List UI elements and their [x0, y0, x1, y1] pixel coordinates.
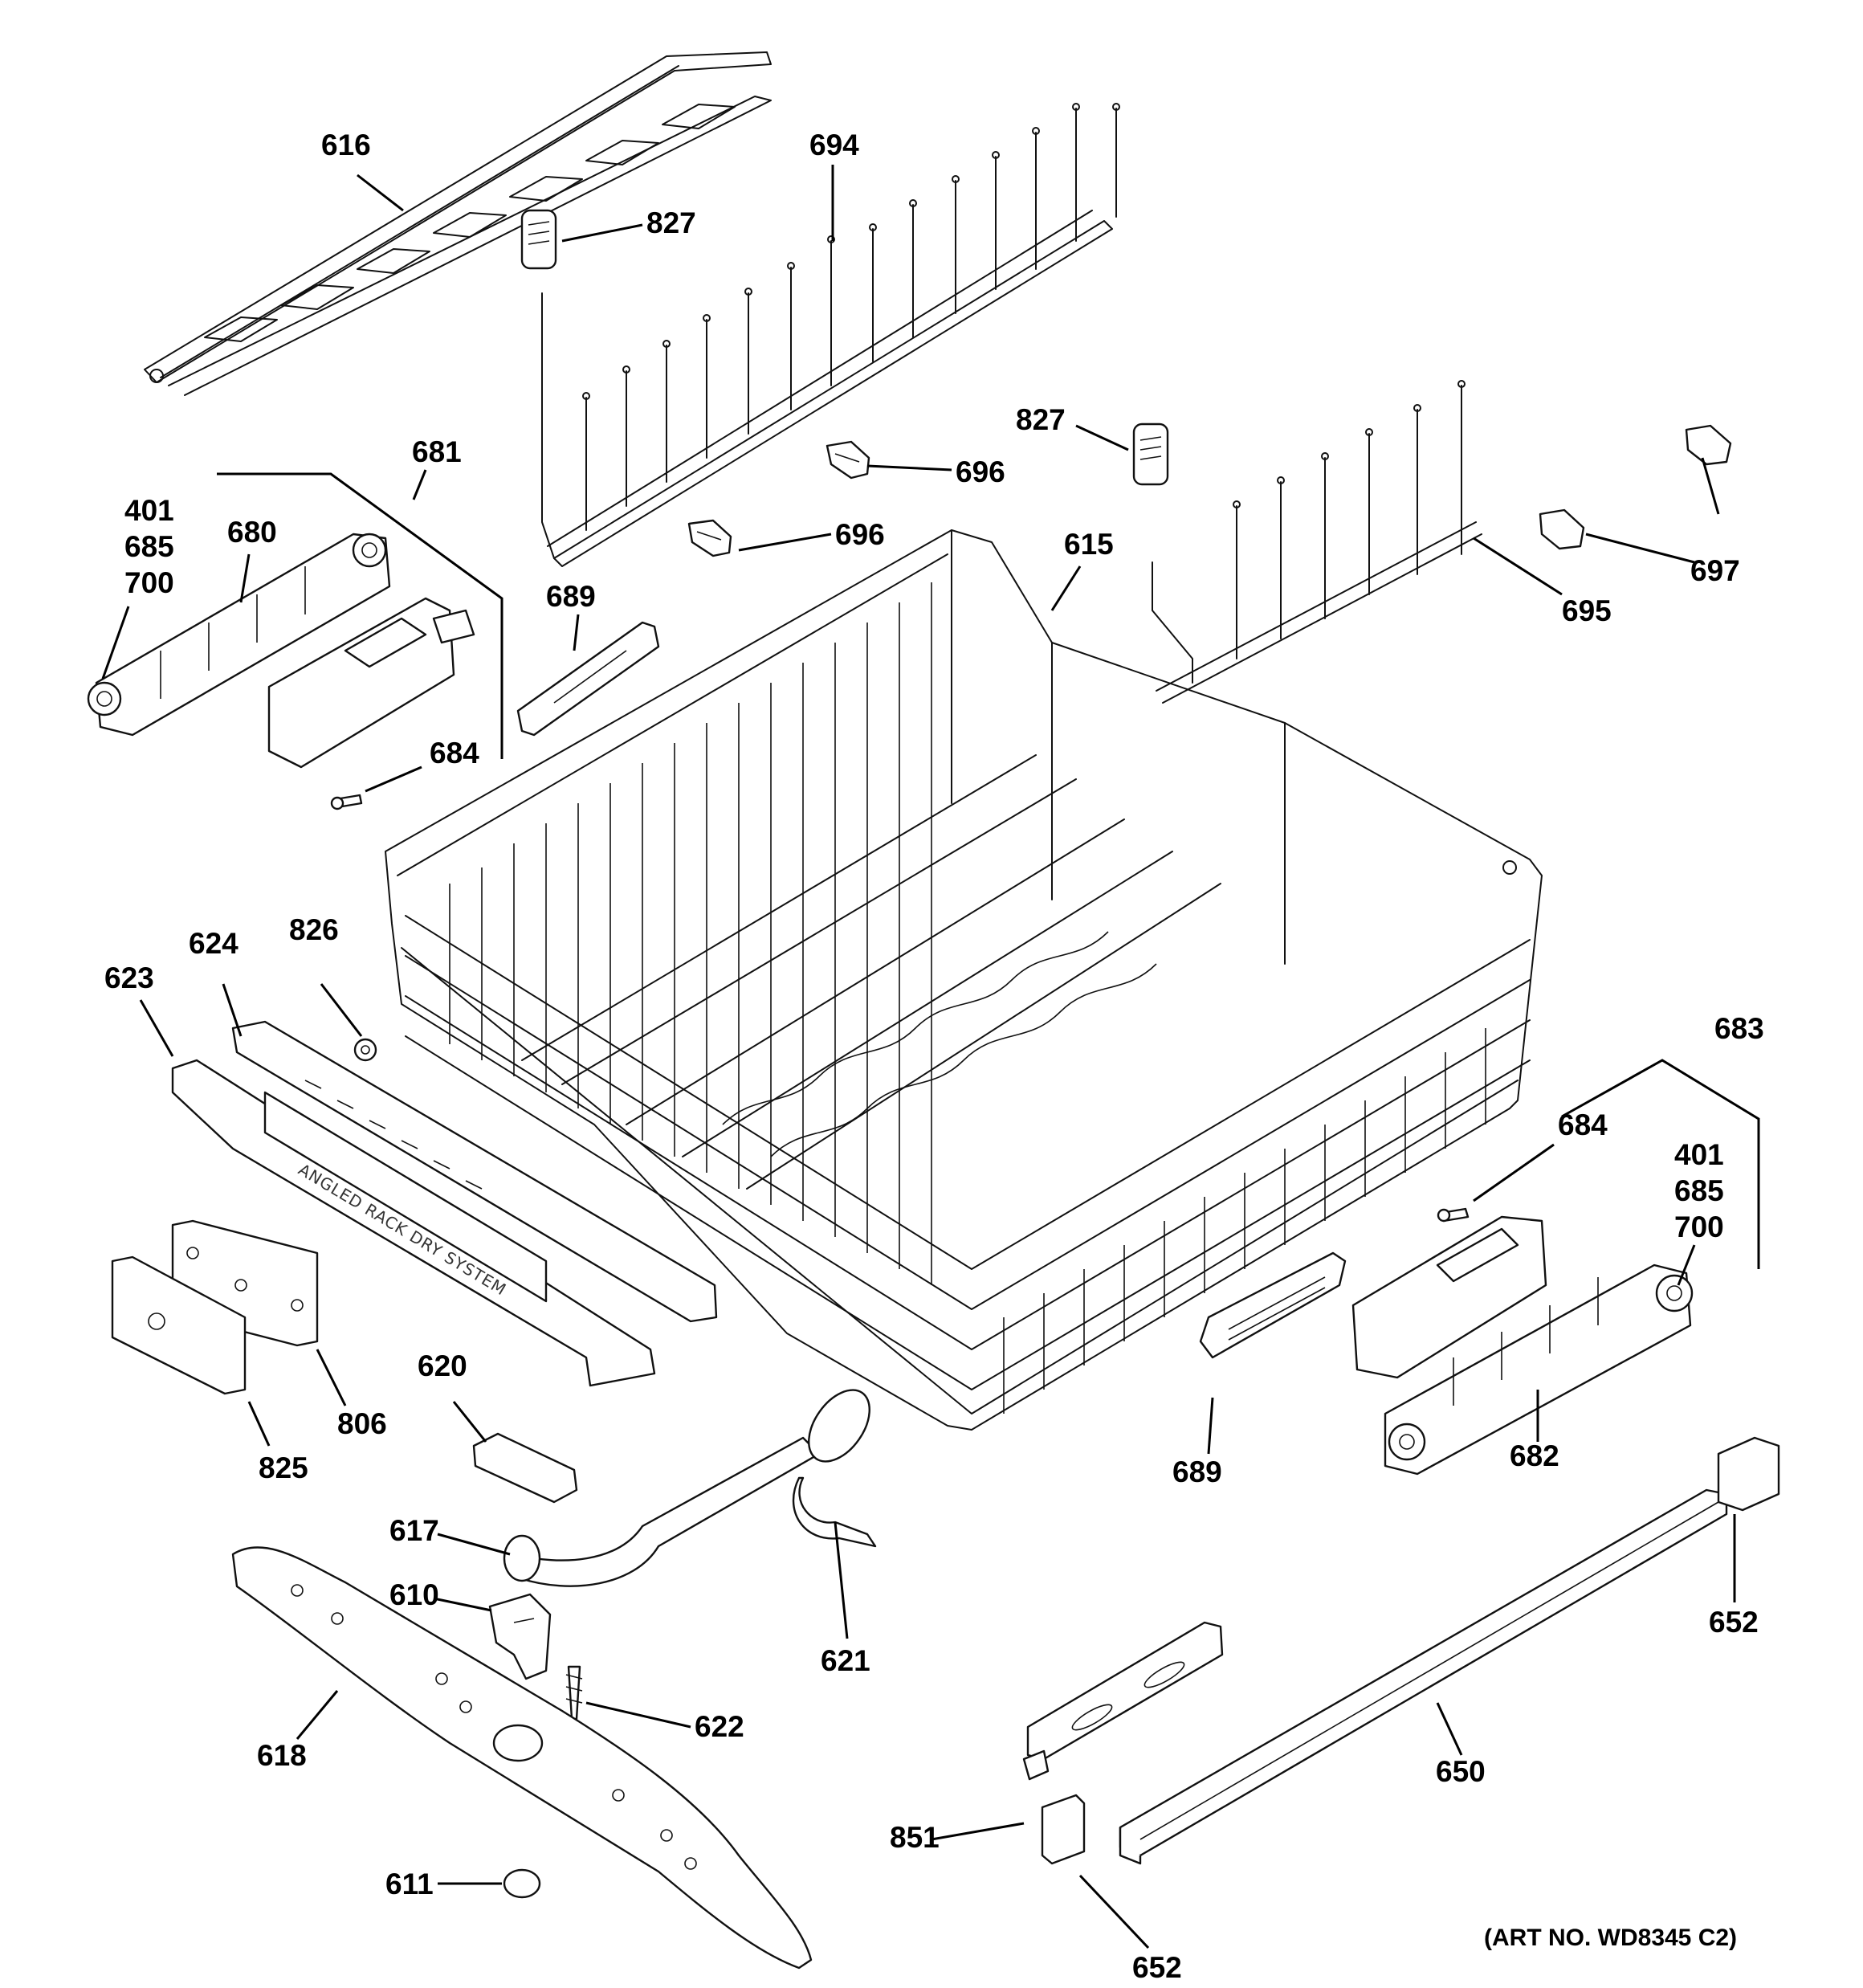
label-695: 695: [1562, 594, 1612, 627]
label-689-b: 689: [1172, 1455, 1222, 1488]
part-618-spray-arm[interactable]: [231, 1546, 813, 1970]
label-650: 650: [1436, 1755, 1486, 1788]
label-806: 806: [337, 1407, 387, 1440]
label-684-b: 684: [1558, 1108, 1608, 1141]
callout-labels: 616 694 827 827 681 680 401 685 700 684 …: [104, 129, 1764, 1984]
label-851: 851: [890, 1821, 940, 1854]
label-624: 624: [189, 927, 238, 960]
part-696-clip-b[interactable]: [687, 519, 732, 557]
label-825: 825: [259, 1451, 308, 1484]
part-826-fastener[interactable]: [353, 1038, 377, 1062]
part-681-bracket[interactable]: [267, 597, 475, 769]
part-652-stop-a[interactable]: [1717, 1436, 1780, 1512]
part-825-badge[interactable]: [111, 1255, 247, 1395]
part-697-clip-a[interactable]: [1685, 424, 1732, 466]
part-652-stop-b[interactable]: [1041, 1794, 1086, 1865]
part-689-cover-a[interactable]: [516, 621, 660, 737]
label-617: 617: [389, 1514, 439, 1547]
label-700-b: 700: [1674, 1210, 1724, 1243]
label-616: 616: [321, 129, 371, 161]
label-685-b: 685: [1674, 1174, 1724, 1207]
part-851-slide[interactable]: [1022, 1621, 1224, 1781]
label-689-a: 689: [546, 580, 596, 613]
part-680-adjuster[interactable]: [87, 533, 391, 737]
part-827-clip-a[interactable]: [520, 209, 557, 270]
part-622-screw[interactable]: [565, 1665, 583, 1721]
label-620: 620: [418, 1349, 467, 1382]
label-652-a: 652: [1709, 1606, 1759, 1639]
leader-lines: [101, 165, 1760, 1949]
part-611-cap[interactable]: [503, 1868, 541, 1899]
part-684-screw-a[interactable]: [330, 794, 363, 810]
part-615-upper-rack[interactable]: [385, 529, 1543, 1431]
part-697-clip-b[interactable]: [1539, 508, 1585, 550]
part-610-hub[interactable]: [488, 1593, 552, 1680]
part-620-clip[interactable]: [472, 1432, 578, 1504]
label-681: 681: [412, 435, 462, 468]
label-623: 623: [104, 961, 154, 994]
label-401-a: 401: [124, 494, 174, 527]
part-616-cup-shelf[interactable]: [144, 51, 772, 396]
art-number: (ART NO. WD8345 C2): [1484, 1925, 1737, 1951]
label-621: 621: [821, 1644, 870, 1677]
part-827-clip-b[interactable]: [1132, 423, 1169, 486]
label-696-b: 696: [835, 518, 885, 551]
label-618: 618: [257, 1739, 307, 1772]
part-682-adjuster[interactable]: [1384, 1263, 1694, 1476]
label-694: 694: [809, 129, 859, 161]
label-700-a: 700: [124, 566, 174, 599]
part-696-clip-a[interactable]: [826, 440, 870, 480]
part-684-screw-b[interactable]: [1437, 1207, 1470, 1223]
label-615: 615: [1064, 528, 1114, 561]
label-697: 697: [1690, 554, 1740, 587]
label-652-b: 652: [1132, 1951, 1182, 1984]
label-683: 683: [1714, 1012, 1764, 1045]
label-696-a: 696: [956, 455, 1005, 488]
label-401-b: 401: [1674, 1138, 1724, 1171]
part-683-bracket[interactable]: [1351, 1215, 1547, 1379]
label-827-a: 827: [646, 206, 696, 239]
label-827-b: 827: [1016, 403, 1066, 436]
part-621-hose-clamp[interactable]: [792, 1476, 877, 1548]
part-624-rack-dry-bracket[interactable]: [231, 1020, 718, 1323]
label-826: 826: [289, 913, 339, 946]
part-650-rail[interactable]: [1119, 1488, 1728, 1865]
part-617-feed-tube[interactable]: [503, 1379, 882, 1587]
label-685-a: 685: [124, 530, 174, 563]
part-695-tine-row[interactable]: [1152, 380, 1482, 704]
label-684-a: 684: [430, 737, 479, 769]
label-622: 622: [695, 1710, 744, 1743]
label-680: 680: [227, 516, 277, 549]
label-610: 610: [389, 1578, 439, 1611]
part-694-tine-row[interactable]: [541, 103, 1120, 567]
label-682: 682: [1510, 1439, 1559, 1472]
label-611: 611: [385, 1868, 434, 1900]
part-689-cover-b[interactable]: [1199, 1251, 1347, 1359]
